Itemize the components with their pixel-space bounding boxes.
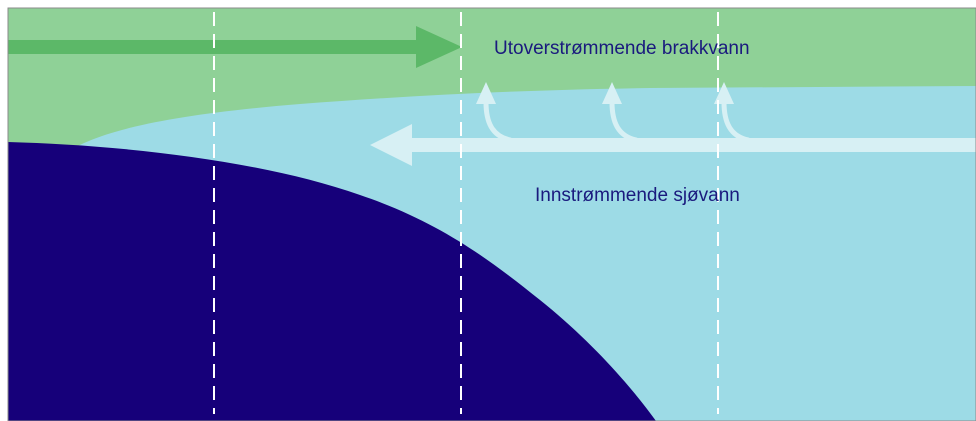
arrow-up-icon bbox=[476, 82, 496, 104]
arrow-up-icon bbox=[714, 82, 734, 104]
arrow-up-icon bbox=[602, 82, 622, 104]
diagram-frame bbox=[7, 7, 976, 421]
outflow-label: Utoverstrømmende brakkvann bbox=[494, 38, 750, 59]
arrow-right-icon bbox=[416, 26, 462, 68]
inflow-arrow-shaft bbox=[408, 138, 976, 152]
mixing-arrows bbox=[483, 99, 751, 143]
section-lines bbox=[213, 12, 719, 414]
inflow-arrow bbox=[370, 124, 976, 166]
curved-arrow-up-icon bbox=[609, 99, 639, 143]
arrow-left-icon bbox=[370, 124, 412, 166]
seabed-sill bbox=[8, 142, 656, 421]
mixing-arrow-heads bbox=[476, 82, 734, 104]
inflow-label: Innstrømmende sjøvann bbox=[535, 185, 740, 206]
curved-arrow-up-icon bbox=[721, 99, 751, 143]
curved-arrow-up-icon bbox=[483, 99, 513, 143]
